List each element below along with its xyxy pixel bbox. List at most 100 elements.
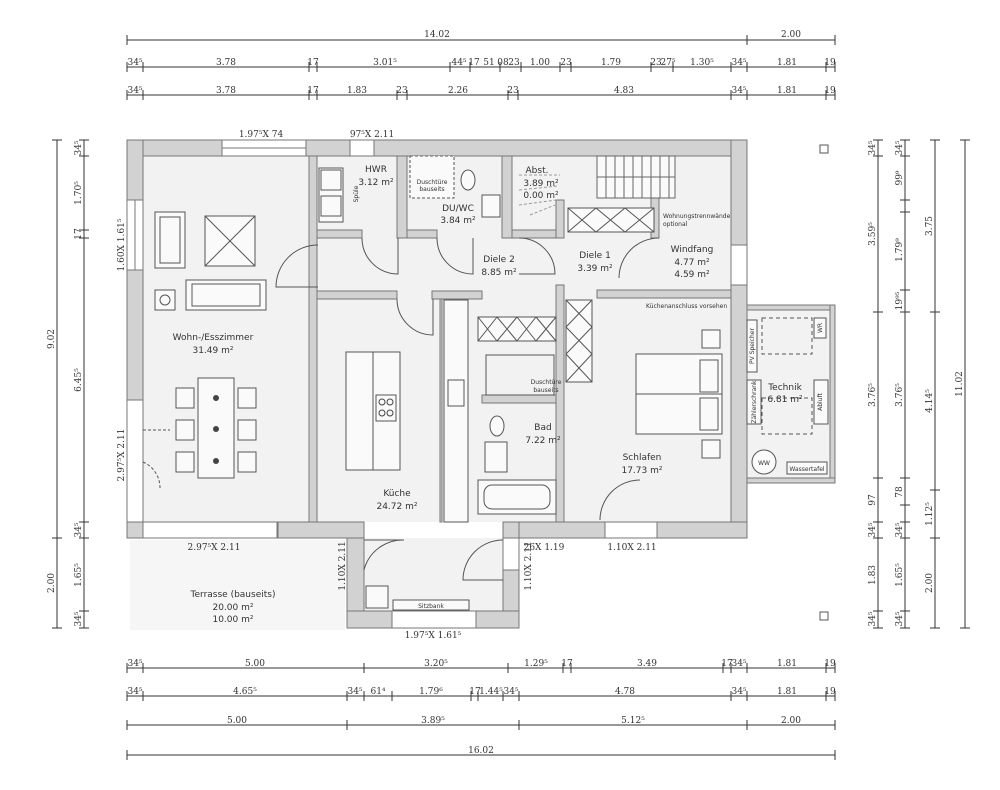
dim-text: 34⁵ [74, 140, 84, 155]
dim-text: 4.83 [614, 86, 634, 96]
dim-text: 5.12⁵ [621, 716, 645, 726]
room-name-kueche: Küche [383, 489, 411, 499]
dim-text: 3.20⁵ [424, 659, 448, 669]
dim-text: 34⁵ [74, 522, 84, 537]
dim-text: 14.02 [424, 30, 450, 40]
room-area-diele2: 8.85 m² [481, 268, 517, 278]
room-area-abst-2: 0.00 m² [523, 191, 559, 201]
dim-text: 34⁵ [731, 58, 746, 68]
dim-text: 1.79 [601, 58, 621, 68]
note-partition: Wohnungstrennwände [663, 213, 731, 220]
note-shower-door: Duschtüre [531, 379, 562, 386]
nightstand [701, 439, 721, 459]
note-wr: WR [817, 323, 824, 333]
opening-label: 97⁵X 2.11 [350, 130, 394, 140]
dim-text: 1.30⁵ [690, 58, 714, 68]
dim-text: 17 [307, 58, 319, 68]
dim-text: 1.79⁹ [895, 238, 905, 262]
meter-cabinet [746, 379, 762, 425]
dim-text: 3.76⁵ [895, 383, 905, 407]
dim-text: 44⁵ [451, 58, 466, 68]
opening-label: 2.97⁵X 2.11 [117, 429, 127, 482]
room-area-duwc: 3.84 m² [440, 216, 476, 226]
dim-text: 23 [560, 58, 572, 68]
dim-text: 17 [721, 659, 733, 669]
toilet [460, 169, 476, 191]
dim-text: 34⁵ [127, 86, 142, 96]
dim-text: 17 [307, 86, 319, 96]
dim-text: 19 [824, 687, 836, 697]
room-area-diele1: 3.39 m² [577, 264, 613, 274]
dim-text: 1.83 [347, 86, 367, 96]
kitchen-sink [447, 379, 465, 407]
room-area-technik: 6.81 m² [767, 395, 803, 405]
room-name-duwc: DU/WC [442, 204, 474, 214]
door-swings [142, 237, 660, 581]
dim-text: 34⁵ [895, 611, 905, 626]
room-name-abst: Abst. [526, 166, 549, 176]
opening-labels: 1.97⁵X 74 97⁵X 2.11 1.60X 1.61⁵ 2.97⁵X 2… [117, 130, 657, 641]
fireplace [154, 289, 176, 311]
room-name-windfang: Windfang [671, 245, 714, 255]
dimensions-top: 14.02 2.00 34⁵ 3.78 17 3.01⁵ 44⁵ 17 51 0… [127, 30, 836, 96]
room-area-terrasse-2: 10.00 m² [212, 615, 253, 625]
room-name-bad: Bad [534, 423, 551, 433]
dim-text: 9.02 [47, 329, 57, 349]
room-area-wohn: 31.49 m² [192, 346, 233, 356]
dim-text: 1.81 [777, 659, 797, 669]
note-shower-door: bauseits [533, 387, 558, 394]
dim-text: 61⁴ [370, 687, 385, 697]
dim-text: 34⁵ [127, 659, 142, 669]
room-area-terrasse: 20.00 m² [212, 603, 253, 613]
dim-text: 6.45⁵ [74, 368, 84, 392]
dim-text: 34⁵ [868, 140, 878, 155]
dim-text: 27⁵ [660, 58, 675, 68]
opening-label: 1.97⁵X 74 [239, 130, 284, 140]
dim-text: 1.29⁵ [524, 659, 548, 669]
room-area-kueche: 24.72 m² [376, 502, 417, 512]
dimensions-left: 9.02 2.00 34⁵ 1.70⁵ 17 6.45⁵ 34⁵ 1.65⁵ 3… [47, 140, 84, 626]
note-ww: WW [758, 460, 770, 467]
furniture [154, 144, 829, 621]
dim-text: 3.59⁵ [868, 222, 878, 246]
dim-text: 78 [895, 486, 905, 498]
dimensions-bottom: 34⁵ 5.00 3.20⁵ 1.29⁵ 17 3.49 17 34⁵ 1.81… [127, 659, 836, 756]
dim-text: 34⁵ [868, 522, 878, 537]
building-shell [126, 139, 836, 630]
entry-plant [365, 585, 389, 609]
dim-text: 1.81 [777, 86, 797, 96]
ventilation [813, 379, 829, 425]
note-exhaust: Abluft [817, 392, 824, 410]
room-name-diele1: Diele 1 [579, 251, 611, 261]
dim-text: 1.79⁶ [419, 687, 443, 697]
dim-text: 34⁵ [127, 58, 142, 68]
tall-cabinets [477, 316, 557, 342]
dim-text: 5.00 [227, 716, 247, 726]
dim-text: 16.02 [468, 746, 494, 756]
room-area-hwr: 3.12 m² [358, 178, 394, 188]
note-shower-door: Duschtüre [417, 179, 448, 186]
water-panel [786, 461, 828, 475]
dim-text: 17 [561, 659, 573, 669]
dim-text: 34⁵ [895, 140, 905, 155]
room-area-windfang: 4.77 m² [674, 258, 710, 268]
dim-text: 23 [507, 86, 519, 96]
opening-label: 1.60X 1.61⁵ [117, 218, 127, 271]
dim-text: 34⁵ [895, 522, 905, 537]
nightstand [701, 329, 721, 349]
note-pv: PV Speicher [749, 328, 756, 364]
dim-text: 3.78 [216, 58, 236, 68]
dim-text: 4.14⁵ [925, 389, 935, 413]
room-area-schlafen: 17.73 m² [621, 466, 662, 476]
room-name-hwr: HWR [365, 165, 387, 175]
dim-text: 4.78 [615, 687, 635, 697]
dim-text: 3.78 [216, 86, 236, 96]
opening-label: 1.10X 2.11 [338, 541, 348, 590]
dim-text: 19 [824, 58, 836, 68]
dimension-lines [52, 35, 970, 760]
dim-text: 2.26 [448, 86, 468, 96]
dim-text: 19 [824, 659, 836, 669]
room-labels: HWR 3.12 m² DU/WC 3.84 m² Abst. 3.89 m² … [173, 165, 803, 625]
opening-label: 1.97⁵X 1.61⁵ [405, 631, 462, 641]
